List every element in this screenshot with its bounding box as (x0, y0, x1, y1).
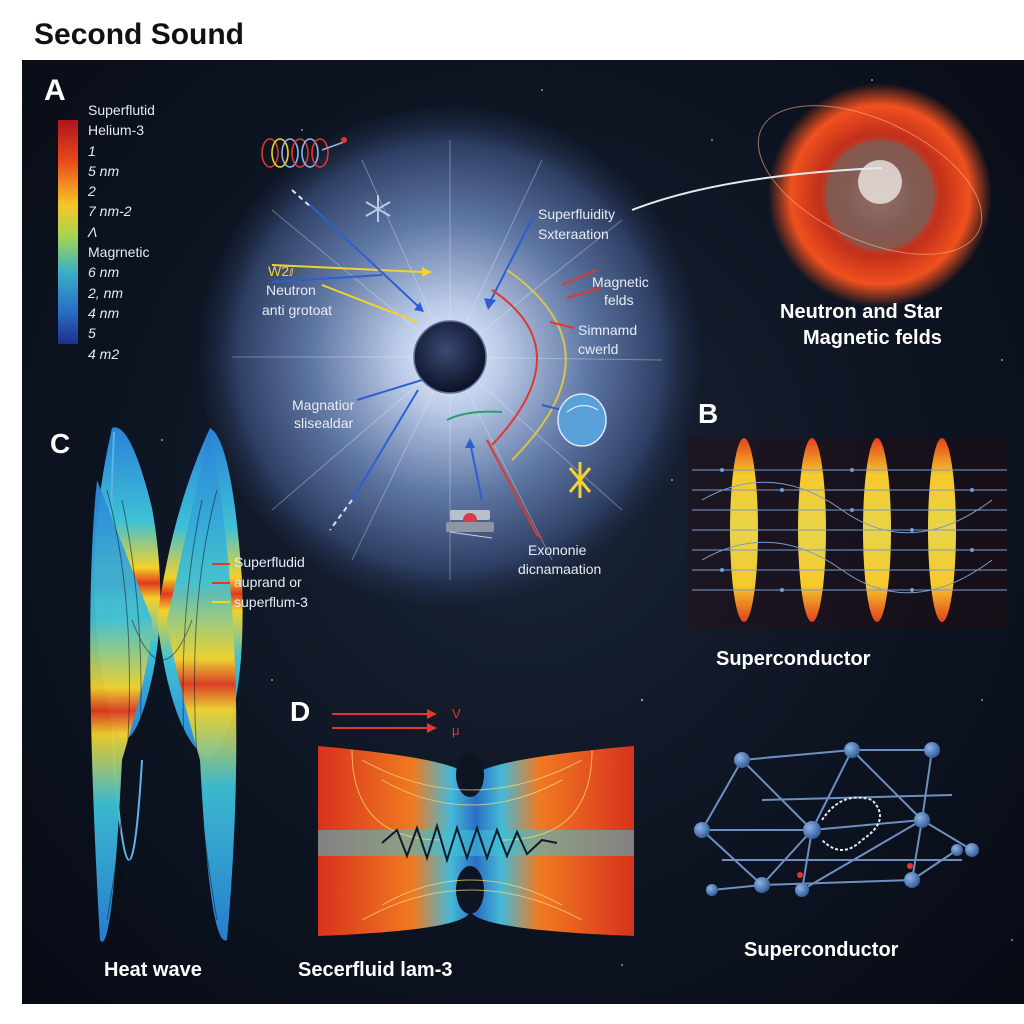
central-superfluid-sphere (200, 107, 700, 607)
colorbar-label: Helium-3 (88, 122, 145, 139)
superconductor-caption-b: Superconductor (716, 648, 871, 670)
star-caption-line1: Neutron and Star (780, 301, 943, 323)
diagram-panel: A B C D Superflutid Helium-3 1 5 nm 2 7 … (22, 60, 1024, 1004)
label-anti-grotoat: anti grotoat (262, 302, 333, 318)
colorbar-label: 5 nm (88, 162, 120, 179)
label-magnatior: Magnatior (292, 397, 355, 413)
superconductor-caption-e: Superconductor (744, 939, 899, 961)
panel-letter-c: C (50, 428, 71, 459)
colorbar-label: Superflutid (88, 102, 155, 118)
cell-icon (557, 393, 607, 447)
label-sxteraation: Sxteraation (538, 226, 609, 242)
label-cwerld: cwerld (578, 341, 619, 357)
superconductor-rods (687, 438, 1007, 628)
superconductor-lattice (694, 742, 979, 897)
label-superflum-3: superflum-3 (234, 594, 308, 610)
starfield (161, 79, 1013, 966)
colorbar-label: Λ (88, 223, 98, 240)
label-w2v: W2ⅈ (268, 263, 294, 279)
heat-wave-lobes (90, 427, 243, 942)
label-dicnamaation: dicnamaation (518, 561, 602, 577)
colorbar-label: 5 (88, 325, 96, 342)
page-title: Second Sound (34, 18, 244, 51)
heat-field-d (318, 709, 634, 936)
panel-letter-b: B (698, 398, 719, 429)
colorbar-label: 6 nm (88, 264, 120, 281)
arrow-label-mu: μ (452, 723, 460, 738)
heat-wave-caption: Heat wave (104, 959, 202, 981)
label-superfluidity: Superfluidity (538, 206, 616, 222)
field-arrows (271, 189, 601, 539)
colorbar-label: 4 nm (88, 304, 120, 321)
colorbar-label: 2 (88, 183, 96, 200)
label-superfludid: Superfludid (234, 554, 305, 570)
colorbar-labels: Superflutid Helium-3 1 5 nm 2 7 nm-2 Λ M… (88, 100, 155, 364)
label-neutron: Neutron (266, 282, 316, 298)
arrow-label-v: V (452, 706, 461, 721)
label-slisealdar: slisealdar (294, 415, 354, 431)
snowflake-icon (365, 195, 391, 222)
colorbar-label: 7 nm-2 (88, 203, 132, 220)
secerfluid-caption: Secerfluid lam-3 (298, 959, 453, 981)
colorbar (58, 120, 78, 344)
colorbar-label: 2, nm (88, 284, 124, 301)
neutron-star (631, 83, 992, 307)
label-simnamd: Simnamd (578, 322, 638, 338)
label-exononie: Exononie (528, 542, 587, 558)
coil-icon (261, 137, 347, 168)
star-caption-line2: Magnetic felds (803, 327, 942, 349)
label-felds: felds (604, 292, 634, 308)
yellow-spark-icon (568, 462, 592, 498)
colorbar-label: Magrnetic (88, 244, 150, 261)
diagram-graphics (58, 79, 1013, 966)
label-magnetic: Magnetic (592, 274, 649, 290)
panel-letter-a: A (44, 74, 66, 107)
label-auprand-or: auprand or (234, 574, 302, 590)
detector-device-icon (446, 510, 494, 539)
colorbar-label: 1 (88, 142, 96, 159)
panel-letter-d: D (290, 696, 311, 727)
colorbar-label: 4 m2 (88, 345, 120, 362)
